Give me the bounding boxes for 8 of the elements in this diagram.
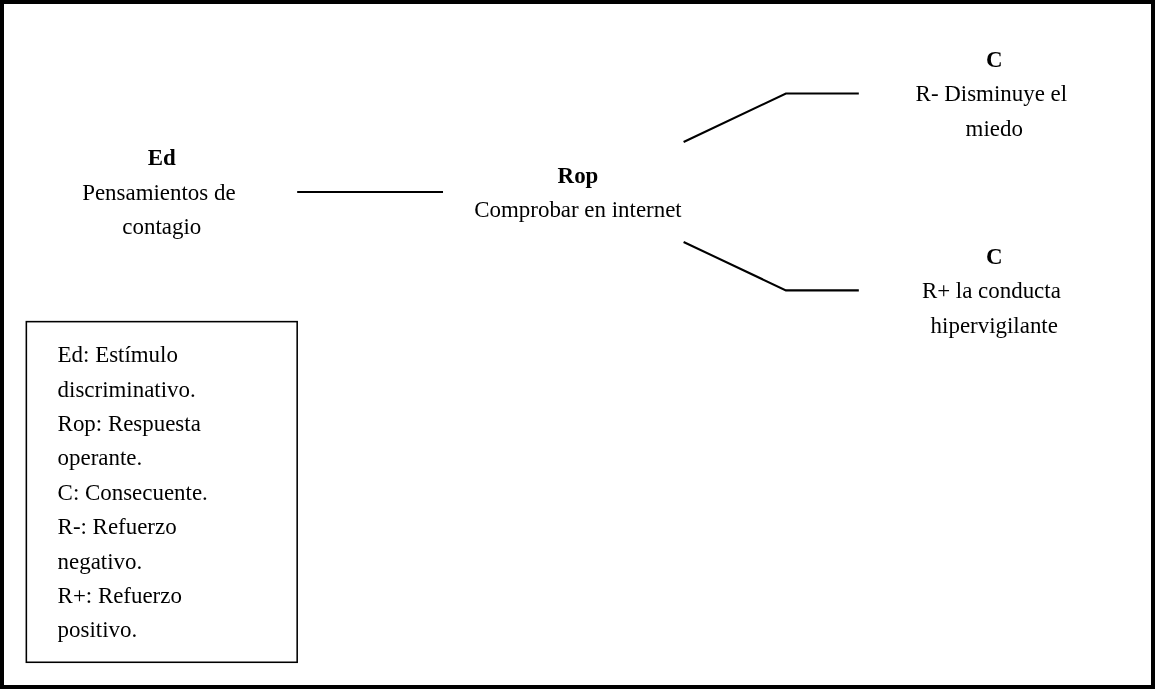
node-text: C R+ la conducta hipervigilante (921, 243, 1061, 338)
connector (682, 92, 859, 144)
node-box: Ed: Estímulo discriminativo. Rop: Respuesta operante. C: Consecuente. R-: Refuerzo negativo. R+: Refuerzo positivo. (25, 321, 298, 664)
connector (296, 191, 443, 194)
node-text: Ed Pensamientos de contagio (81, 144, 236, 240)
node-text: C R- Disminuye el miedo (915, 46, 1067, 142)
connector (682, 241, 859, 292)
node-text: Rop Comprobar en internet (473, 161, 682, 223)
